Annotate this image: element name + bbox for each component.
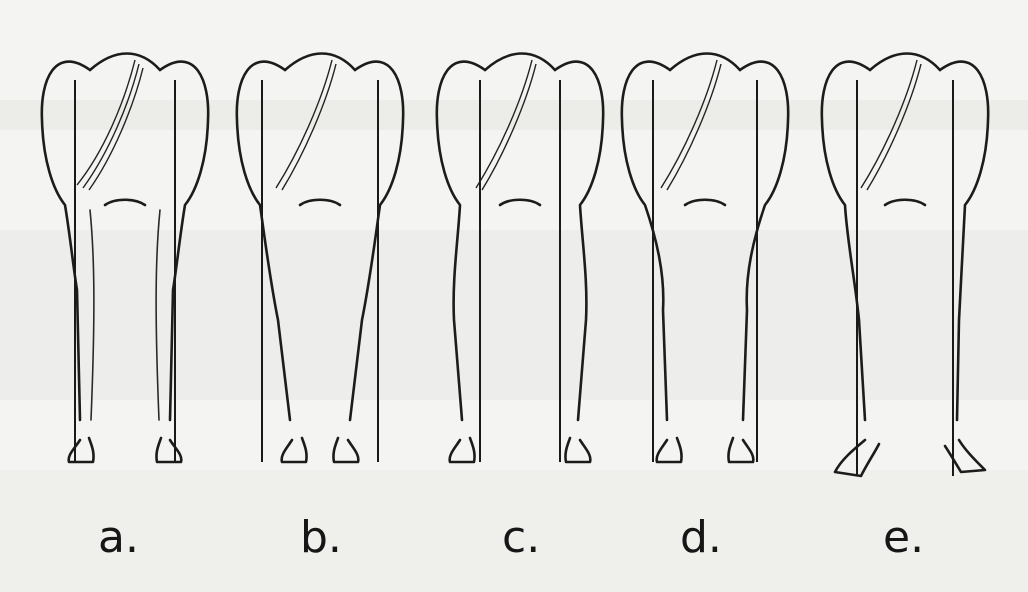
panel-a-label: a. [98, 512, 139, 563]
panel-d-label: d. [680, 512, 722, 563]
panel-b-label: b. [300, 512, 342, 563]
panel-e-label: e. [883, 512, 924, 563]
panel-c-label: c. [502, 512, 540, 563]
